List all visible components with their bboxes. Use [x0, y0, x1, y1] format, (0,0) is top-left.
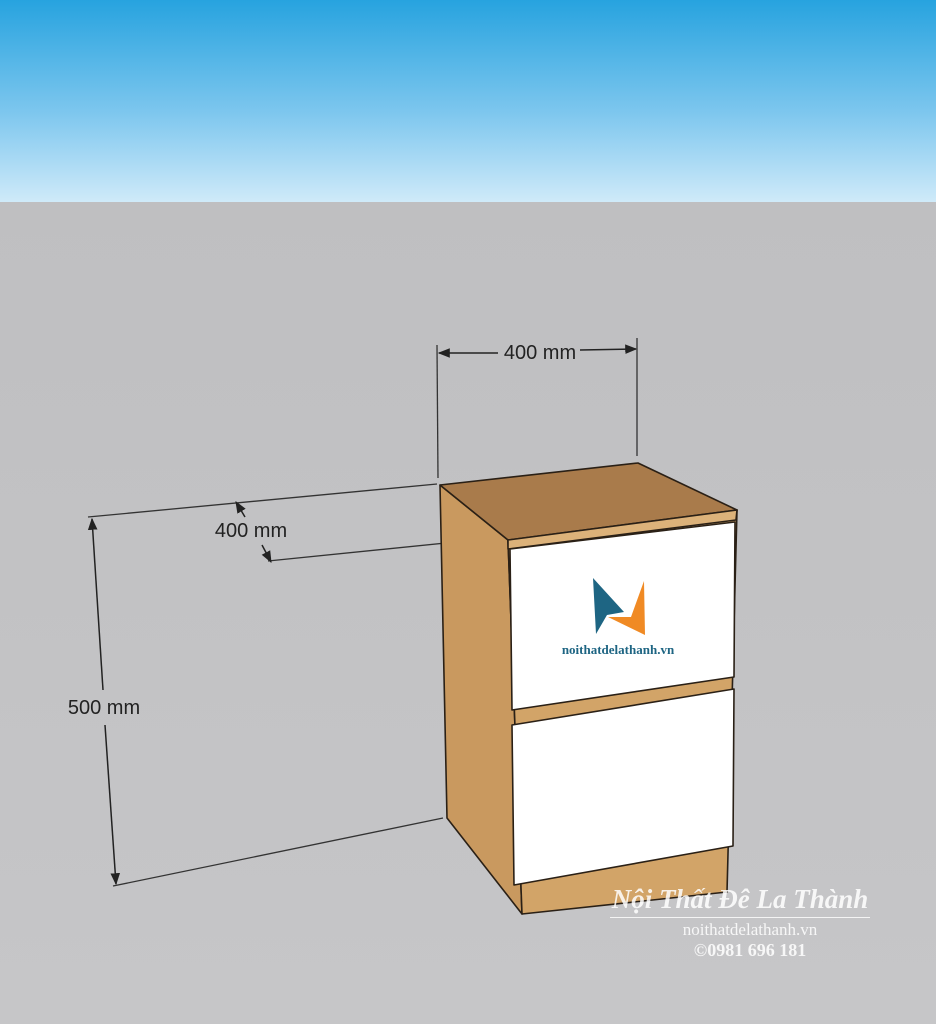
brand-logo-icon: [593, 578, 645, 635]
width-dimension-label: 400 mm: [504, 342, 576, 364]
drawer-bottom: [511, 688, 735, 886]
watermark-phone: ©0981 696 181: [693, 940, 807, 960]
dimension-lines: [87, 344, 638, 886]
height-dimension-label: 500 mm: [68, 697, 140, 719]
watermark-brand: Nội Thất Đê La Thành: [610, 884, 870, 918]
watermark: Nội Thất Đê La Thành noithatdelathanh.vn…: [600, 884, 900, 961]
cabinet-top-edge: [507, 509, 738, 550]
watermark-website: noithatdelathanh.vn: [682, 920, 818, 939]
sky-background: [0, 0, 936, 202]
drawer-top: [509, 521, 736, 711]
logo-text: noithatdelathanh.vn: [562, 642, 675, 657]
cabinet: [439, 462, 738, 915]
depth-dimension-label: 400 mm: [215, 520, 287, 542]
